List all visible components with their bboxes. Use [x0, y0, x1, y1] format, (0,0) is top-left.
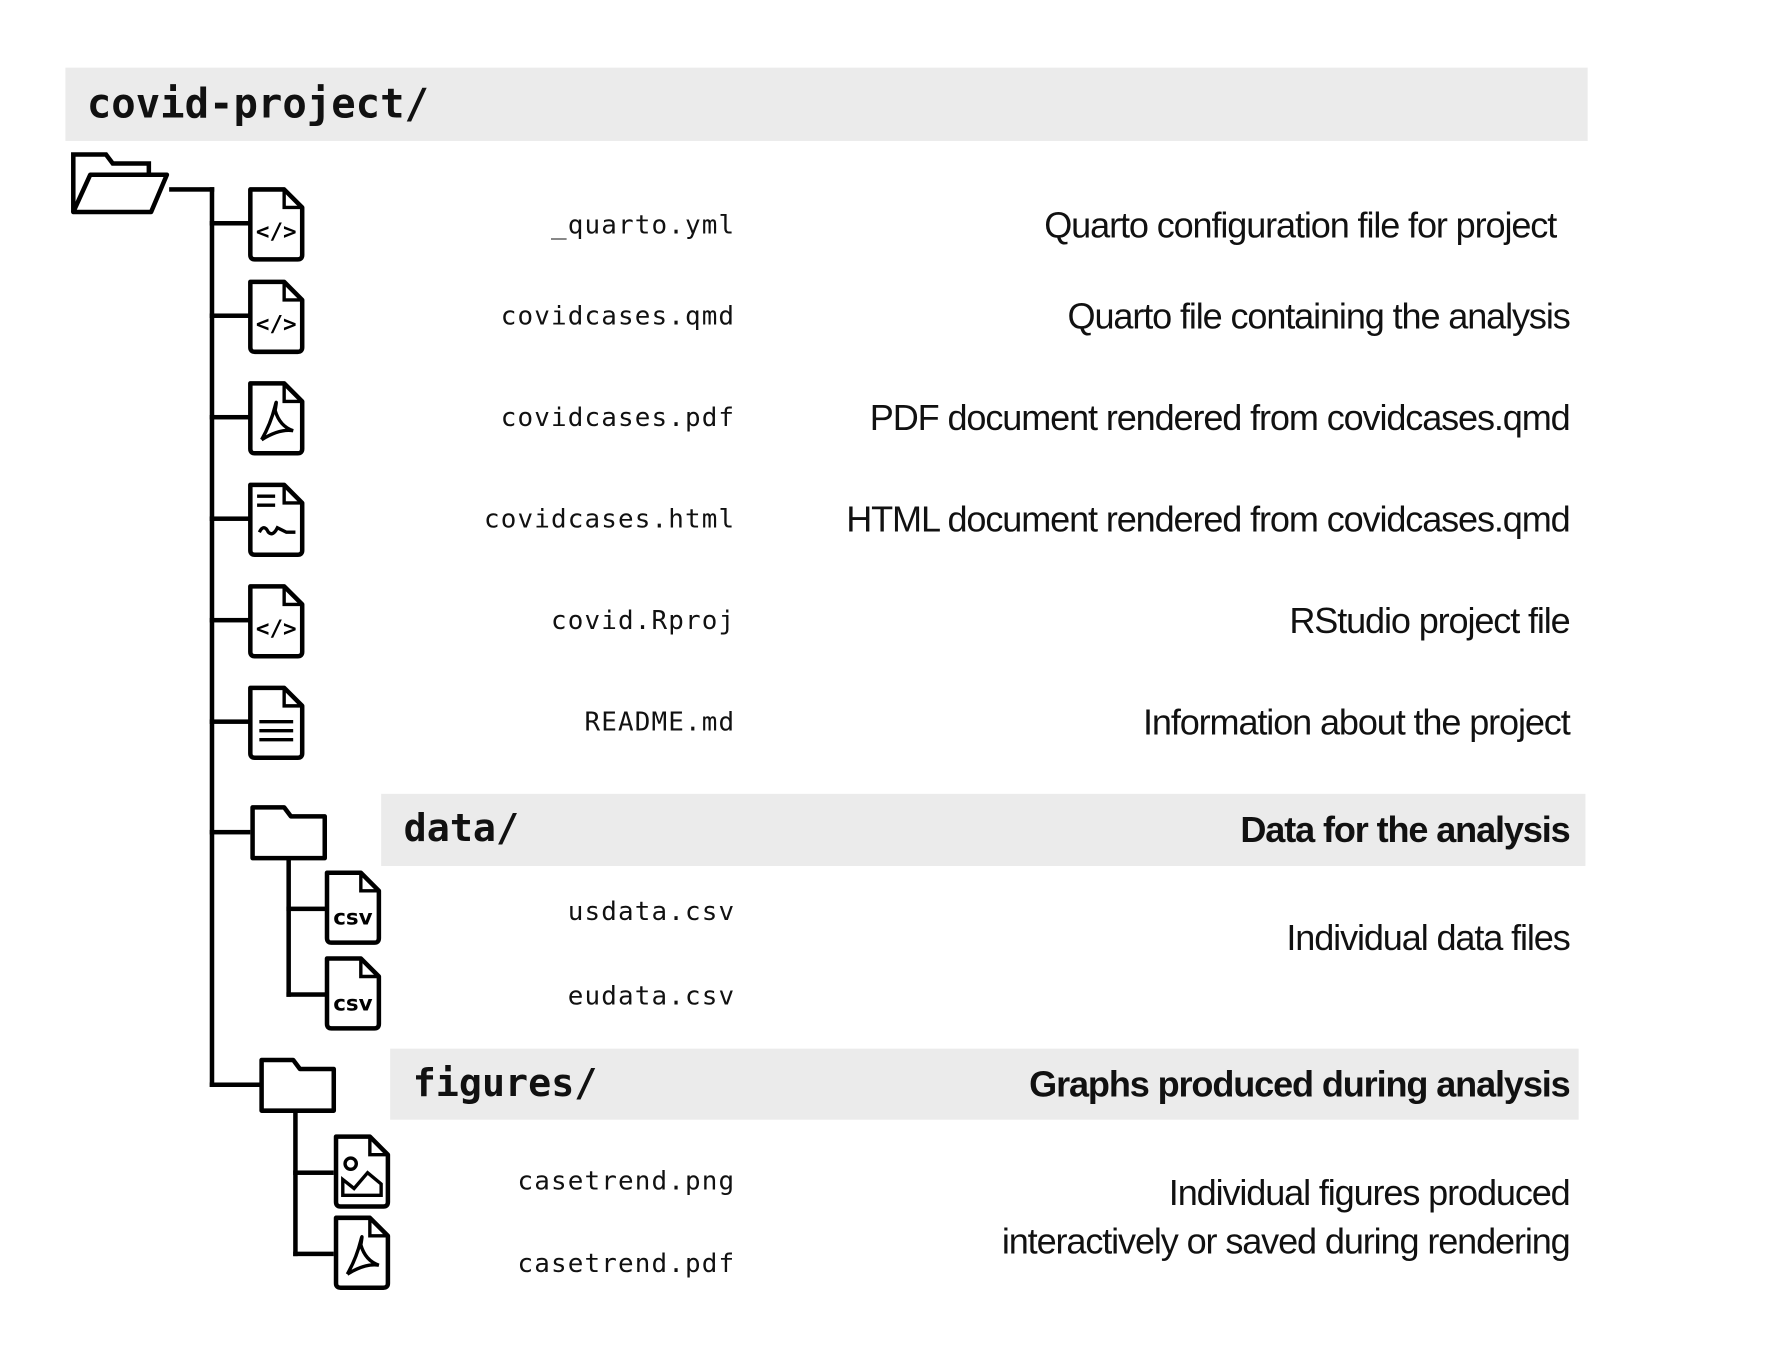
tree-branch	[209, 1082, 262, 1088]
figures-description-line2: interactively or saved during rendering	[1001, 1220, 1571, 1262]
data-folder-header	[381, 793, 1586, 866]
tree-branch	[286, 859, 291, 997]
tree-trunk	[209, 187, 215, 1088]
tree-branch	[209, 719, 251, 724]
tree-branch	[286, 992, 328, 997]
tree-branch	[209, 313, 251, 318]
file-name: covidcases.html	[484, 505, 736, 535]
figures-folder-name: figures/	[412, 1061, 598, 1107]
pdf-file-icon	[248, 381, 305, 456]
file-name: _quarto.yml	[551, 210, 736, 241]
figures-folder-header	[390, 1048, 1579, 1120]
svg-text:</>: </>	[256, 219, 297, 245]
file-name: covid.Rproj	[551, 606, 736, 636]
tree-branch	[209, 221, 251, 226]
pdf-file-icon	[333, 1215, 391, 1290]
file-name: covidcases.qmd	[500, 302, 736, 332]
tree-branch	[209, 516, 251, 521]
file-name: README.md	[584, 708, 736, 738]
data-folder-name: data/	[403, 806, 520, 852]
svg-text:csv: csv	[333, 991, 372, 1016]
document-file-icon	[248, 482, 305, 558]
figures-folder-description: Graphs produced during analysis	[1029, 1063, 1571, 1105]
svg-text:csv: csv	[333, 906, 372, 931]
code-file-icon: </>	[248, 279, 305, 355]
tree-branch	[286, 906, 328, 912]
tree-connector	[169, 187, 215, 192]
file-description: Information about the project	[1142, 701, 1571, 743]
tree-branch	[293, 1170, 334, 1175]
tree-branch	[209, 829, 251, 835]
file-description: RStudio project file	[1289, 600, 1570, 642]
code-file-icon: </>	[248, 584, 305, 659]
svg-text:</>: </>	[256, 616, 297, 642]
file-name: covidcases.pdf	[500, 403, 736, 433]
code-file-icon: </>	[248, 187, 305, 262]
csv-file-icon: csv	[324, 956, 382, 1031]
tree-branch	[209, 414, 251, 420]
file-description: PDF document rendered from covidcases.qm…	[869, 397, 1571, 439]
tree-branch	[209, 617, 251, 623]
data-files-description: Individual data files	[1286, 917, 1570, 958]
csv-file-icon: csv	[324, 870, 382, 945]
folder-icon	[250, 805, 328, 861]
file-name: casetrend.png	[517, 1167, 736, 1197]
text-file-icon	[248, 685, 305, 761]
file-name: eudata.csv	[567, 982, 736, 1012]
file-description: HTML document rendered from covidcases.q…	[846, 498, 1571, 540]
root-folder-header	[65, 67, 1588, 141]
file-name: usdata.csv	[567, 897, 736, 927]
folder-icon	[259, 1057, 337, 1113]
svg-text:</>: </>	[256, 312, 297, 338]
tree-branch	[293, 1251, 334, 1257]
file-description: Quarto file containing the analysis	[1067, 295, 1571, 337]
file-description: Quarto configuration file for project	[1044, 204, 1557, 246]
data-folder-description: Data for the analysis	[1240, 809, 1570, 850]
root-folder-name: covid-project/	[86, 81, 429, 128]
image-file-icon	[333, 1134, 391, 1209]
tree-branch	[293, 1109, 298, 1257]
file-name: casetrend.pdf	[517, 1249, 736, 1279]
open-folder-icon	[71, 152, 170, 215]
figures-description-line1: Individual figures produced	[1168, 1172, 1571, 1213]
